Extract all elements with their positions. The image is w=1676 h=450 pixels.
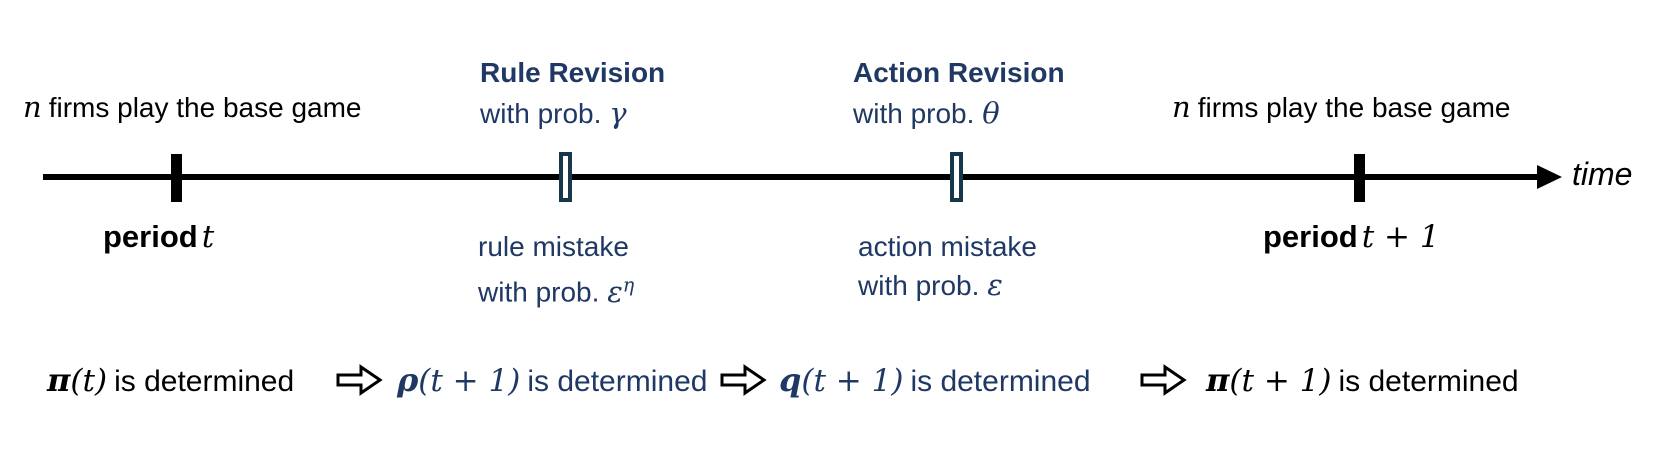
tick-period-t-plus-1	[1354, 154, 1365, 202]
tick-period-t	[171, 154, 182, 202]
flow-step-text: is determined	[910, 365, 1091, 398]
math-var-pi: π	[1206, 361, 1230, 399]
action-mistake-prob-text: with prob.	[858, 270, 980, 301]
label-action-mistake: action mistake	[858, 231, 1037, 262]
label-rule-revision-title: Rule Revision	[480, 57, 666, 88]
tick-rule-revision	[559, 152, 572, 202]
rule-revision-block: Rule Revision with prob. γ	[480, 52, 665, 134]
flow-step-pi-t1: π(t + 1)is determined	[1206, 361, 1519, 399]
double-arrow-icon	[720, 364, 767, 396]
math-sup-eta: η	[622, 273, 635, 296]
double-arrow-icon	[336, 364, 383, 396]
flow-step-q-t1: q(t + 1)is determined	[779, 361, 1091, 399]
flow-step-pi-t: π(t)is determined	[47, 361, 294, 399]
label-rule-mistake: rule mistake	[478, 231, 629, 262]
math-var-n: n	[23, 90, 42, 124]
math-arg: (t + 1)	[418, 363, 521, 399]
time-axis-label: time	[1572, 156, 1633, 192]
action-mistake-block: action mistake with prob. ε	[858, 228, 1037, 305]
math-var-epsilon: ε	[987, 268, 1003, 302]
tick-action-revision	[950, 152, 963, 202]
flow-step-rho-t1: ρ(t + 1)is determined	[397, 361, 707, 399]
label-action-revision-prob: with prob. θ	[853, 93, 1065, 134]
label-base-game-right-text: firms play the base game	[1197, 92, 1511, 123]
label-action-revision-title: Action Revision	[853, 57, 1065, 88]
math-var-pi: π	[47, 361, 71, 399]
arrowhead-icon	[1537, 165, 1562, 189]
timeline-axis	[43, 174, 1545, 180]
label-rule-revision-prob: with prob. γ	[480, 93, 665, 134]
math-var-t: t	[201, 219, 215, 255]
rule-mistake-prob-text: with prob.	[478, 276, 600, 308]
math-var-rho: ρ	[397, 361, 419, 399]
math-arg: (t + 1)	[801, 363, 904, 399]
math-var-q: q	[779, 361, 802, 399]
flow-step-text: is determined	[527, 365, 708, 398]
math-var-epsilon: εη	[607, 273, 635, 309]
math-var-gamma: γ	[609, 96, 627, 130]
flow-step-text: is determined	[114, 365, 295, 398]
math-var-theta: θ	[982, 96, 1000, 130]
period-word: period	[103, 219, 198, 254]
math-var-t-plus-1: t + 1	[1361, 219, 1440, 255]
math-var-n: n	[1172, 90, 1191, 124]
action-revision-block: Action Revision with prob. θ	[853, 52, 1065, 134]
math-arg: (t)	[70, 363, 108, 399]
label-rule-mistake-prob: with prob. εη	[478, 266, 634, 312]
period-word: period	[1263, 219, 1358, 254]
math-arg: (t + 1)	[1229, 363, 1332, 399]
double-arrow-icon	[1140, 364, 1187, 396]
rule-revision-prob-text: with prob.	[480, 98, 602, 129]
rule-mistake-block: rule mistake with prob. εη	[478, 228, 634, 312]
label-action-mistake-prob: with prob. ε	[858, 266, 1037, 305]
label-base-game-left-text: firms play the base game	[48, 92, 362, 123]
flow-step-text: is determined	[1338, 365, 1519, 398]
action-revision-prob-text: with prob.	[853, 98, 975, 129]
